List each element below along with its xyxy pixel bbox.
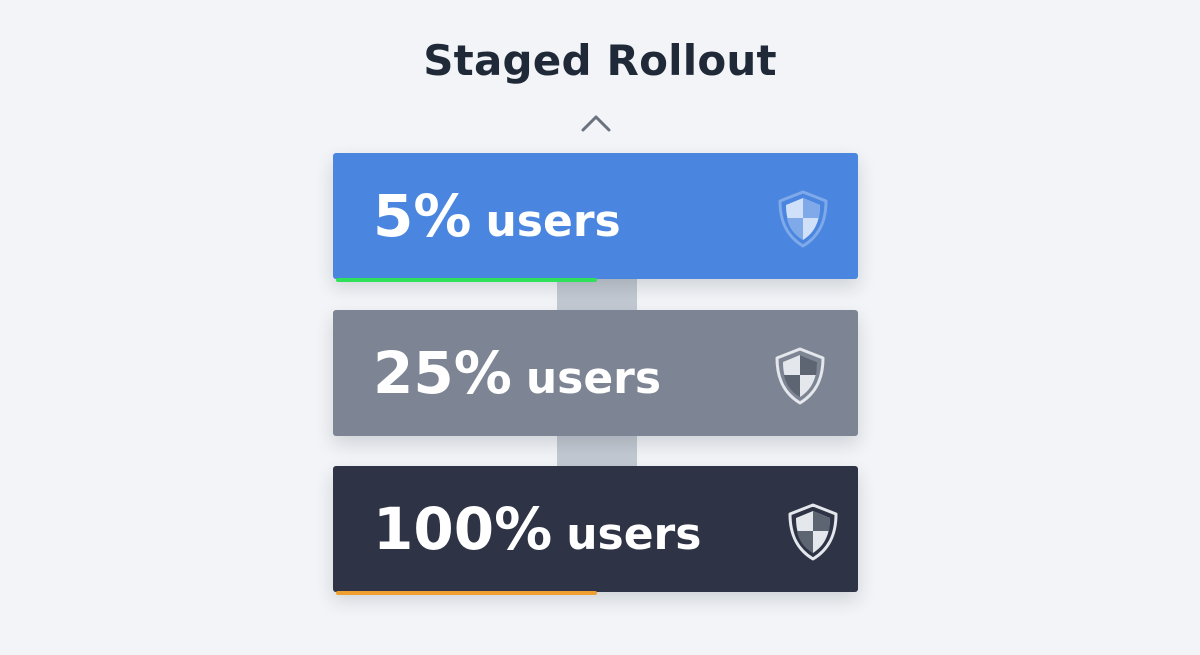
stage-suffix: users [485, 196, 621, 247]
stage-suffix: users [566, 509, 702, 560]
rollout-stage-25[interactable]: 25% users [333, 310, 858, 436]
stage-label: 5% users [373, 153, 621, 279]
rollout-stage-5[interactable]: 5% users [333, 153, 858, 282]
stage-percent: 5% [373, 182, 472, 250]
stage-progress-accent [336, 591, 597, 595]
stage-percent: 25% [373, 339, 512, 407]
page-title: Staged Rollout [423, 36, 777, 85]
shield-icon [775, 347, 825, 405]
stage-label: 100% users [373, 466, 701, 592]
shield-icon [778, 190, 828, 248]
stage-suffix: users [525, 353, 662, 404]
stage-connector [557, 278, 637, 312]
stage-percent: 100% [373, 495, 553, 563]
stage-label: 25% users [373, 310, 661, 436]
chevron-up-icon[interactable] [579, 112, 613, 134]
stage-connector [557, 434, 637, 468]
shield-icon [788, 503, 838, 561]
rollout-stage-100[interactable]: 100% users [333, 466, 858, 595]
stage-progress-accent [336, 278, 597, 282]
